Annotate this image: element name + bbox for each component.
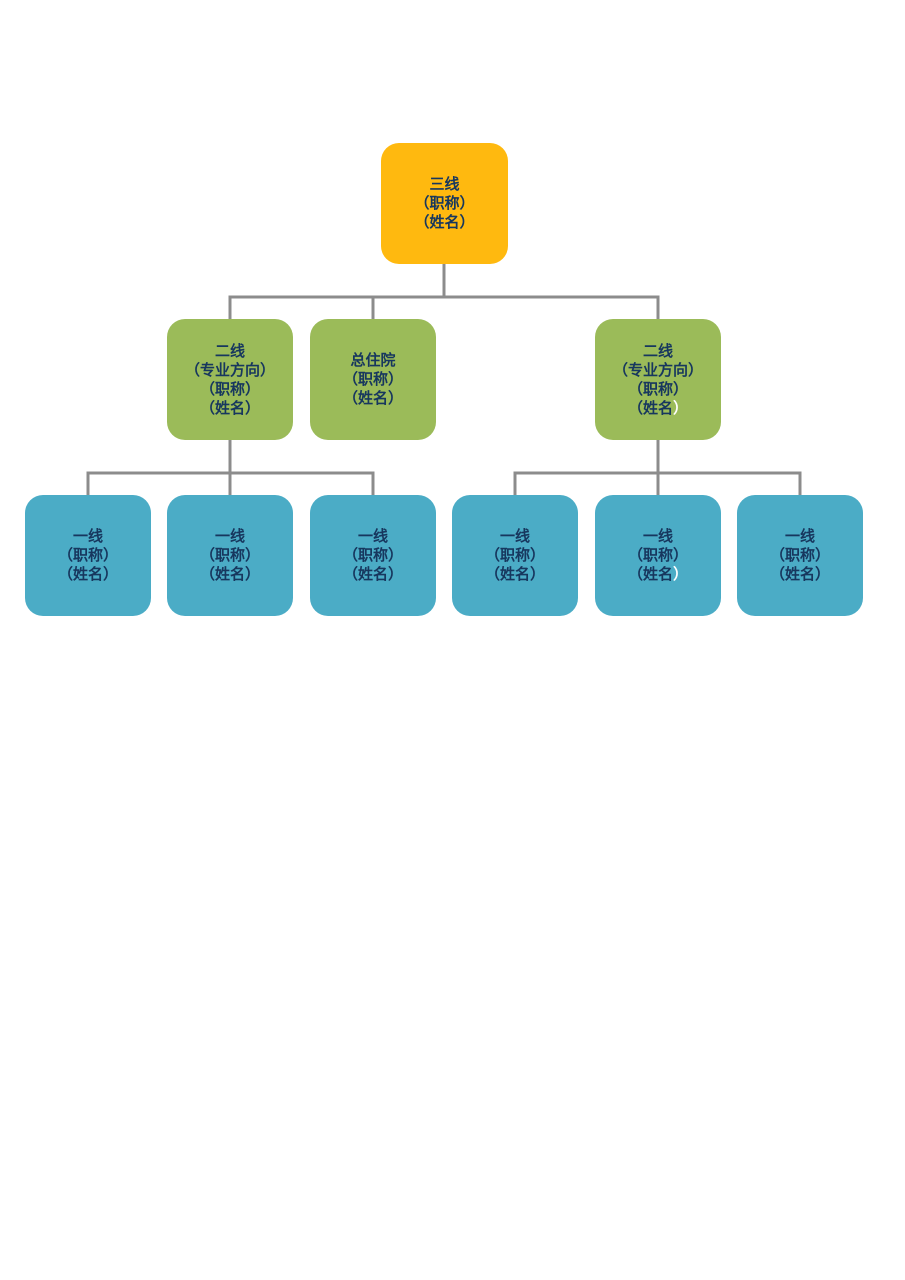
node-title-field: （职称） bbox=[199, 546, 260, 564]
node-name-field: （姓名） bbox=[414, 213, 475, 231]
node-name-text: （姓名 bbox=[627, 565, 673, 583]
node-name-text: （姓名 bbox=[627, 398, 673, 417]
node-title-field: （职称） bbox=[342, 370, 403, 388]
node-chief-resident: 总住院 （职称） （姓名） bbox=[310, 319, 436, 440]
node-title: 总住院 bbox=[350, 351, 396, 369]
node-title-field: （职称） bbox=[627, 546, 688, 564]
node-title-field: （职称） bbox=[769, 546, 830, 564]
node-specialty-field: （专业方向） bbox=[612, 360, 703, 379]
node-third-line: 三线 （职称） （姓名） bbox=[381, 143, 508, 264]
node-name-close-paren: ） bbox=[673, 565, 689, 583]
node-first-line-1: 一线 （职称） （姓名） bbox=[25, 495, 151, 616]
node-name-field: （姓名） bbox=[769, 565, 830, 583]
node-name-field: （姓名） bbox=[199, 565, 260, 583]
node-title-field: （职称） bbox=[414, 194, 475, 212]
node-title-field: （职称） bbox=[484, 546, 545, 564]
node-name-field: （姓名） bbox=[57, 565, 118, 583]
node-name-field: （姓名） bbox=[342, 565, 403, 583]
node-title: 一线 bbox=[72, 527, 103, 545]
node-first-line-2: 一线 （职称） （姓名） bbox=[167, 495, 293, 616]
node-name-field: （姓名） bbox=[484, 565, 545, 583]
node-name-field: （姓名） bbox=[199, 398, 260, 417]
node-first-line-3: 一线 （职称） （姓名） bbox=[310, 495, 436, 616]
node-name-close-paren: ） bbox=[673, 398, 689, 417]
node-title: 一线 bbox=[499, 527, 530, 545]
node-title-field: （职称） bbox=[199, 379, 260, 398]
node-second-line-left: 二线 （专业方向） （职称） （姓名） bbox=[167, 319, 293, 440]
node-name-field: （姓名） bbox=[628, 565, 688, 584]
node-name-field: （姓名） bbox=[342, 389, 403, 407]
node-title: 一线 bbox=[214, 527, 245, 545]
node-title: 一线 bbox=[357, 527, 388, 545]
node-title: 一线 bbox=[784, 527, 815, 545]
node-title-field: （职称） bbox=[342, 546, 403, 564]
node-name-field: （姓名） bbox=[628, 399, 688, 418]
node-specialty-field: （专业方向） bbox=[184, 360, 275, 379]
node-title-field: （职称） bbox=[627, 379, 688, 398]
node-title: 二线 bbox=[214, 341, 245, 360]
node-title: 一线 bbox=[642, 527, 673, 545]
node-title: 二线 bbox=[642, 341, 673, 360]
node-second-line-right: 二线 （专业方向） （职称） （姓名） bbox=[595, 319, 721, 440]
node-first-line-4: 一线 （职称） （姓名） bbox=[452, 495, 578, 616]
node-first-line-5: 一线 （职称） （姓名） bbox=[595, 495, 721, 616]
node-title: 三线 bbox=[429, 175, 460, 193]
node-title-field: （职称） bbox=[57, 546, 118, 564]
node-first-line-6: 一线 （职称） （姓名） bbox=[737, 495, 863, 616]
